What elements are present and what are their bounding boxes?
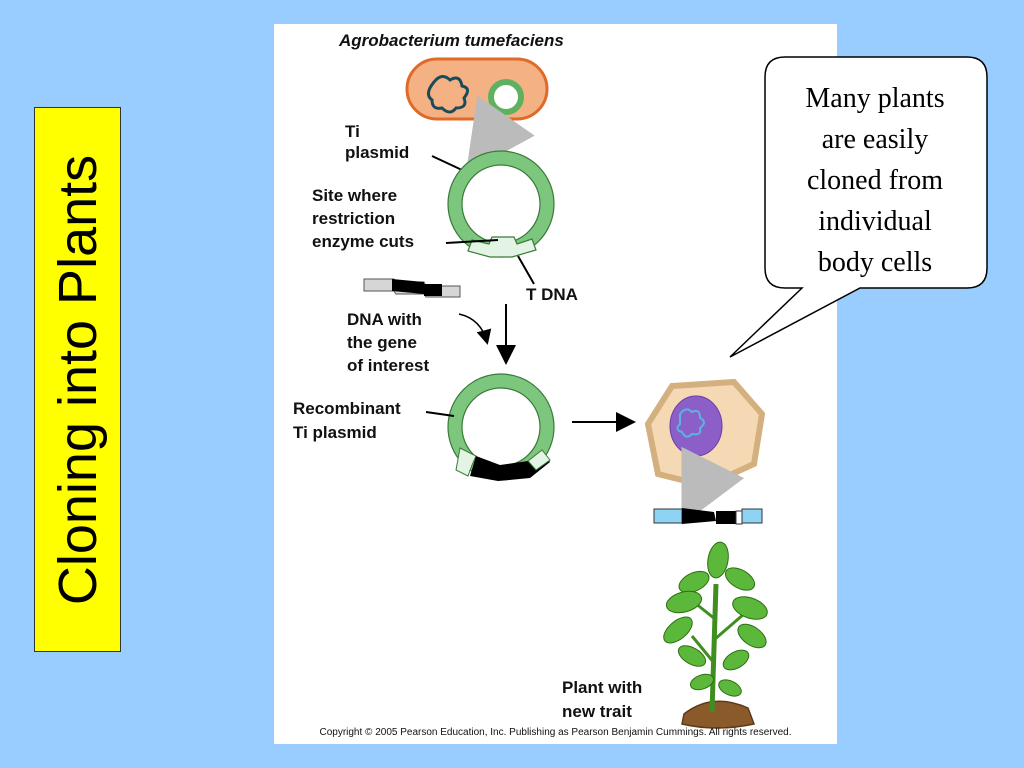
organism-label: Agrobacterium tumefaciens bbox=[338, 31, 564, 50]
gene-label-line2: the gene bbox=[347, 333, 417, 352]
slide-title: Cloning into Plants bbox=[47, 154, 108, 605]
t-dna-segment bbox=[467, 236, 537, 258]
site-label-line2: restriction bbox=[312, 209, 395, 228]
recombinant-label-line1: Recombinant bbox=[293, 399, 401, 418]
ti-label-line2: plasmid bbox=[345, 143, 409, 162]
plant-label-line2: new trait bbox=[562, 702, 632, 721]
bacterial-plasmid bbox=[488, 79, 524, 115]
bacterium bbox=[405, 57, 549, 121]
bacterial-chromosome bbox=[427, 75, 469, 114]
plant-with-new-trait bbox=[663, 541, 768, 729]
t-dna-label: T DNA bbox=[526, 285, 578, 304]
callout-line: cloned from bbox=[806, 165, 944, 196]
t-dna-pointer bbox=[517, 255, 535, 285]
soil-clump bbox=[681, 700, 756, 729]
arrow-bacterium-to-plasmid bbox=[465, 95, 535, 173]
arrow-cell-to-chromosome bbox=[681, 446, 745, 526]
site-label-line3: enzyme cuts bbox=[312, 232, 414, 251]
recombinant-label-line2: Ti plasmid bbox=[293, 423, 377, 442]
arrow-gene-insert bbox=[458, 313, 492, 345]
site-label-pointer bbox=[445, 239, 499, 244]
slide-title-box: Cloning into Plants bbox=[34, 107, 121, 652]
plant-leaves bbox=[663, 541, 768, 697]
diagram-svg: Agrobacterium tumefaciens Ti plasmid Sit… bbox=[293, 31, 768, 729]
recombinant-label-pointer bbox=[425, 411, 455, 417]
site-label-line1: Site where bbox=[312, 186, 397, 205]
callout-line: are easily bbox=[821, 124, 929, 155]
cell-dna bbox=[676, 408, 705, 438]
ti-plasmid-ring bbox=[448, 151, 554, 257]
gene-label-line1: DNA with bbox=[347, 310, 422, 329]
gene-label-line3: of interest bbox=[347, 356, 430, 375]
gene-fragment bbox=[363, 278, 461, 298]
callout-line: individual bbox=[818, 206, 932, 237]
callout-line: body cells bbox=[817, 247, 933, 278]
inserted-gene bbox=[470, 452, 550, 481]
plant-label-line1: Plant with bbox=[562, 678, 642, 697]
callout-text: Many plants are easily cloned from indiv… bbox=[760, 78, 990, 283]
ti-label-line1: Ti bbox=[345, 122, 360, 141]
plant-chromosome bbox=[653, 508, 763, 525]
callout-line: Many plants bbox=[805, 83, 945, 114]
speech-bubble bbox=[729, 56, 988, 358]
cloning-diagram: Agrobacterium tumefaciens Ti plasmid Sit… bbox=[274, 24, 837, 744]
copyright-notice: Copyright © 2005 Pearson Education, Inc.… bbox=[319, 727, 792, 738]
plant-stem bbox=[709, 583, 719, 713]
ti-label-pointer bbox=[431, 155, 463, 171]
plant-cell bbox=[644, 378, 766, 490]
